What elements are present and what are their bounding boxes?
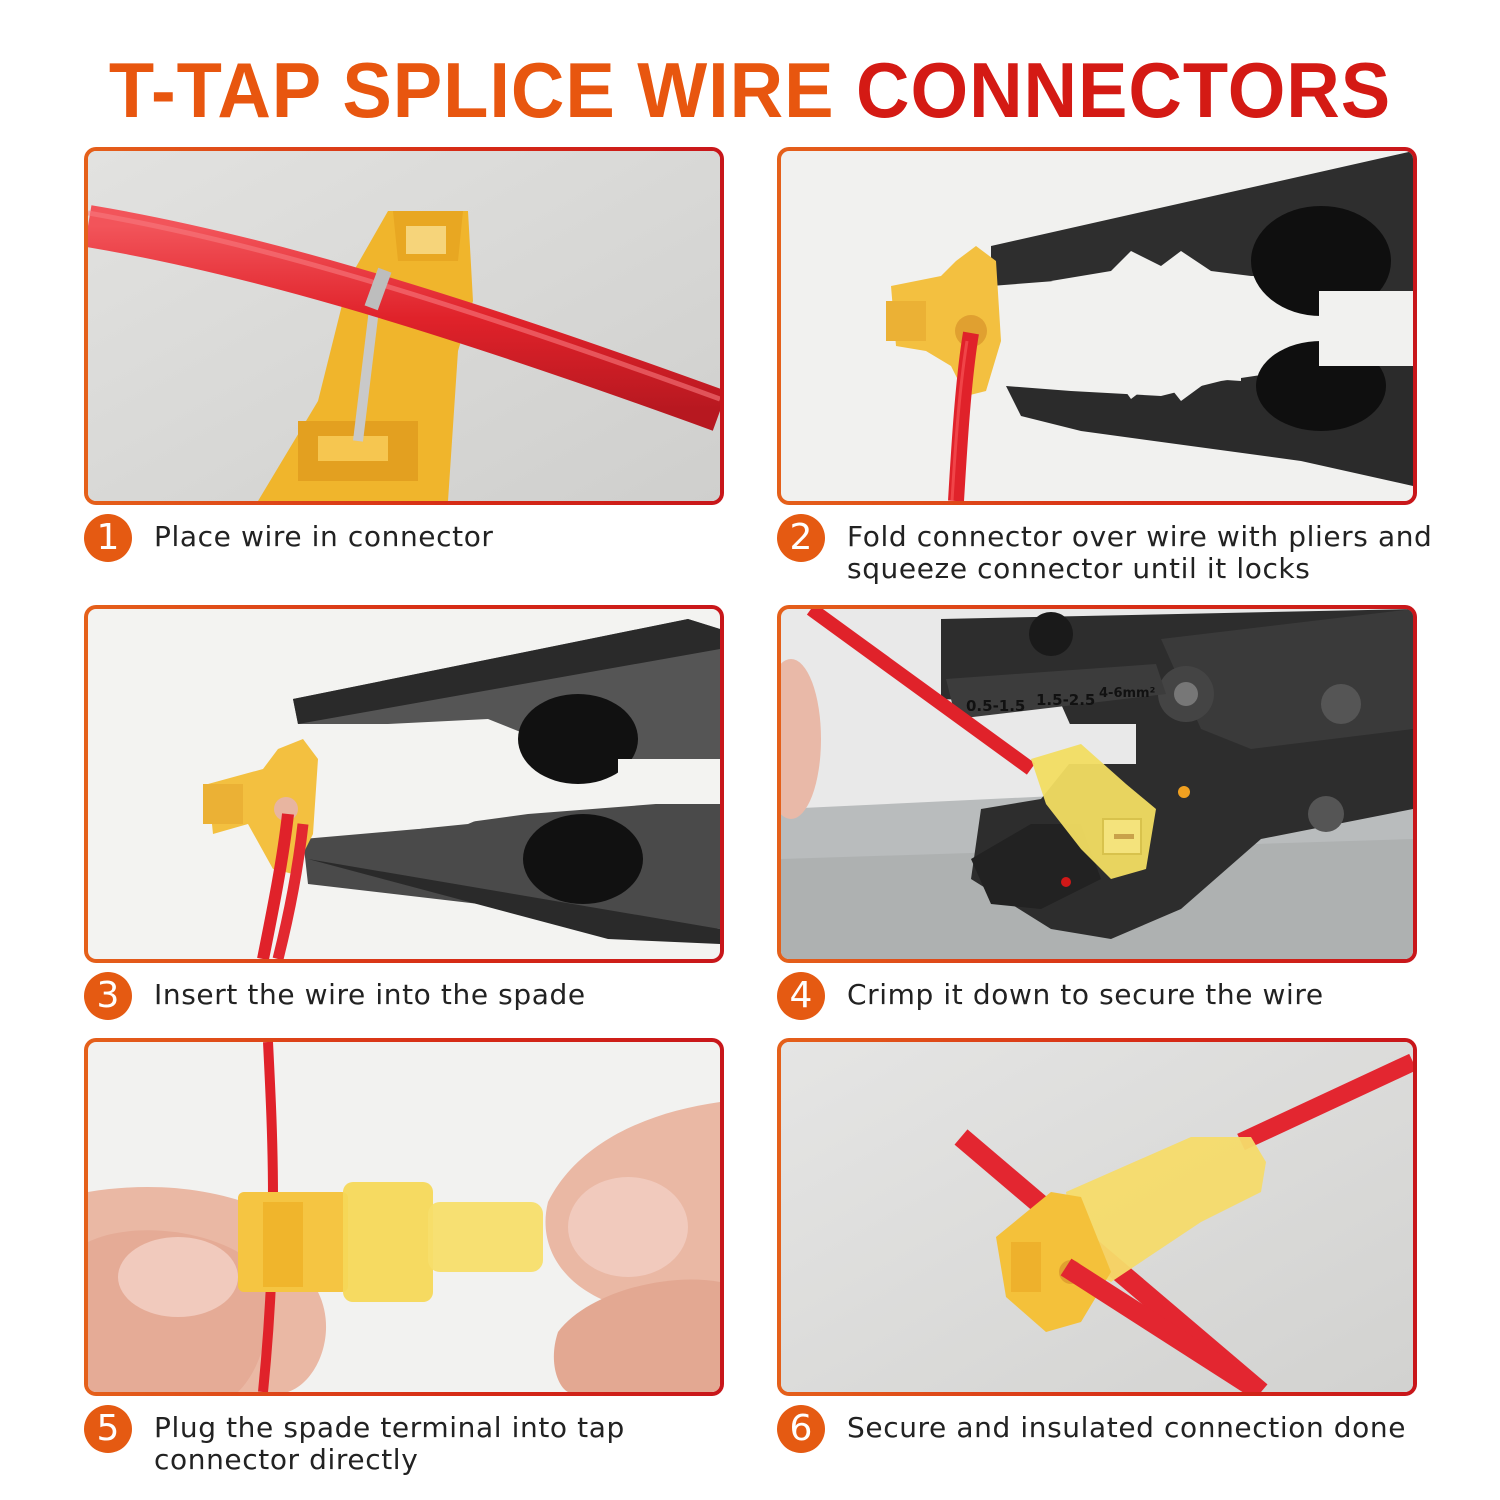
step-number-badge: 2 [777,514,825,562]
pliers-fold-illustration [781,151,1413,501]
title-part-2: CONNECTORS [856,46,1392,134]
step-2-caption: 2 Fold connector over wire with pliers a… [777,514,1432,585]
step-6-caption: 6 Secure and insulated connection done [777,1405,1406,1453]
step-description: Plug the spade terminal into tap connect… [154,1412,625,1476]
crimping-tool-illustration: 0.5-1.5 1.5-2.5 4-6mm² [781,609,1413,959]
step-number-badge: 5 [84,1405,132,1453]
finished-connection-illustration [781,1042,1413,1392]
caption-line-1: Plug the spade terminal into tap [154,1411,625,1444]
step-description: Crimp it down to secure the wire [847,978,1324,1011]
wire-in-connector-illustration [88,151,720,501]
step-description: Place wire in connector [154,520,494,553]
step-5-caption: 5 Plug the spade terminal into tap conne… [84,1405,625,1476]
step-number-badge: 3 [84,972,132,1020]
step-number-badge: 6 [777,1405,825,1453]
crimp-label-2: 1.5-2.5 [1036,691,1095,709]
pliers-two-wires-illustration [88,609,720,959]
title-part-1: T-TAP SPLICE WIRE [108,46,857,134]
step-number-badge: 1 [84,514,132,562]
caption-line-2: squeeze connector until it locks [847,552,1311,585]
step-number-badge: 4 [777,972,825,1020]
hands-plugging-illustration [88,1042,720,1392]
step-description: Fold connector over wire with pliers and… [847,521,1432,585]
step-description: Insert the wire into the spade [154,978,586,1011]
step-1-caption: 1 Place wire in connector [84,514,494,562]
step-3-caption: 3 Insert the wire into the spade [84,972,586,1020]
step-5-image [84,1038,724,1396]
crimp-label-1: 0.5-1.5 [966,697,1025,715]
step-3-image [84,605,724,963]
step-description: Secure and insulated connection done [847,1411,1407,1444]
step-4-caption: 4 Crimp it down to secure the wire [777,972,1324,1020]
step-1-image [84,147,724,505]
step-4-image: 0.5-1.5 1.5-2.5 4-6mm² [777,605,1417,963]
crimp-label-3: 4-6mm² [1099,686,1155,701]
caption-line-1: Fold connector over wire with pliers and [847,520,1433,553]
page-title: T-TAP SPLICE WIRE CONNECTORS [38,48,1463,132]
caption-line-2: connector directly [154,1443,419,1476]
step-6-image [777,1038,1417,1396]
step-2-image [777,147,1417,505]
